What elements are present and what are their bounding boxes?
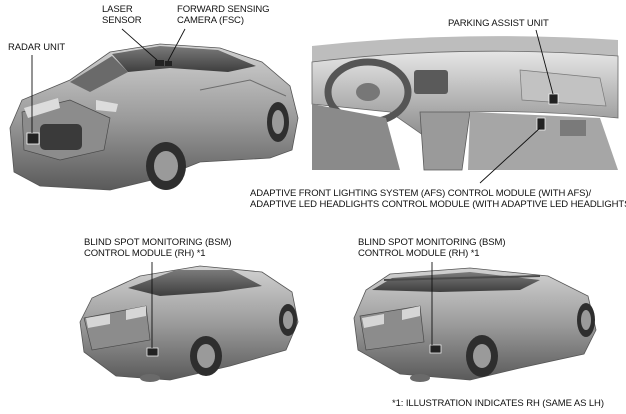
radar-unit-marker <box>26 132 40 145</box>
bsm-sedan-label: BLIND SPOT MONITORING (BSM) CONTROL MODU… <box>84 237 232 259</box>
interior-dashboard-illustration <box>311 36 619 171</box>
afs-module-label: ADAPTIVE FRONT LIGHTING SYSTEM (AFS) CON… <box>250 188 626 210</box>
afs-leader-line <box>479 127 541 184</box>
fsc-label: FORWARD SENSING CAMERA (FSC) <box>177 4 270 26</box>
fsc-leader-line <box>167 28 186 62</box>
afs-module-marker <box>536 117 546 131</box>
footnote: *1: ILLUSTRATION INDICATES RH (SAME AS L… <box>392 398 604 409</box>
fsc-marker <box>165 61 172 66</box>
bsm-wagon-marker <box>429 344 442 354</box>
bsm-sedan-marker <box>146 347 159 357</box>
laser-sensor-label: LASER SENSOR <box>102 4 142 26</box>
laser-leader-line <box>121 28 158 61</box>
radar-unit-label: RADAR UNIT <box>8 42 66 53</box>
parking-assist-marker <box>548 93 559 105</box>
parking-assist-leader-line <box>535 29 554 95</box>
laser-sensor-marker <box>155 60 164 66</box>
parking-assist-label: PARKING ASSIST UNIT <box>448 18 549 29</box>
front-sedan-illustration <box>9 43 299 191</box>
rear-wagon-illustration <box>353 267 597 382</box>
bsm-wagon-label: BLIND SPOT MONITORING (BSM) CONTROL MODU… <box>358 237 506 259</box>
rear-sedan-illustration <box>79 265 299 382</box>
